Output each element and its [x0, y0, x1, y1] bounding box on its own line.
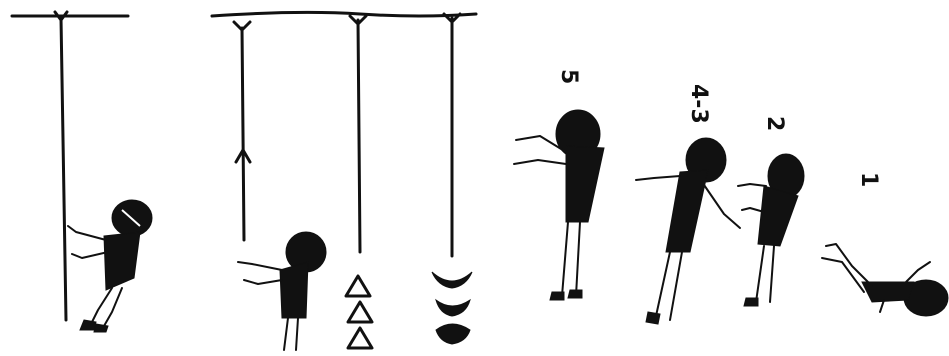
figure-foot	[568, 290, 582, 298]
figure-leg	[822, 258, 864, 292]
figure-leg	[756, 246, 764, 302]
step-4-3-figure: 4-3	[636, 84, 740, 324]
figure-foot	[646, 312, 660, 324]
climber-body	[104, 232, 140, 290]
step-5-figure: 5	[514, 69, 604, 300]
figure-leg	[656, 252, 670, 316]
triangle-icon	[348, 328, 372, 348]
figure-arm	[238, 262, 282, 270]
step-label-2: 2	[762, 116, 787, 131]
standing-figure	[238, 232, 326, 350]
step-label-5: 5	[556, 69, 581, 84]
figure-body	[566, 146, 604, 222]
figure-body	[758, 186, 798, 246]
figure-arm	[738, 184, 766, 186]
knot-markers	[432, 272, 472, 344]
step-label-4-3: 4-3	[686, 84, 711, 124]
figure-leg	[770, 246, 774, 302]
step-1-figure: 1	[822, 172, 948, 316]
rope	[61, 18, 66, 320]
climber-foot	[80, 320, 96, 330]
triangle-icon	[346, 276, 370, 296]
figure-foot	[744, 298, 758, 306]
panel-single-rope	[12, 12, 152, 332]
figure-arm	[906, 262, 930, 282]
figure-leg	[296, 318, 298, 350]
triangle-markers	[346, 276, 372, 348]
figure-body	[280, 262, 308, 318]
figure-foot	[550, 292, 564, 300]
figure-arm	[636, 176, 680, 180]
triangle-icon	[348, 302, 372, 322]
climber-leg	[104, 288, 122, 326]
knot-icon	[436, 324, 470, 344]
knot-icon	[436, 300, 470, 316]
rope	[242, 28, 244, 240]
step-2-figure: 2	[738, 116, 804, 306]
step-label-1: 1	[856, 172, 881, 187]
rope	[358, 20, 360, 252]
climber-foot	[94, 324, 108, 332]
panel-three-ropes	[212, 12, 476, 350]
climber-arm	[68, 226, 106, 240]
knot-icon	[432, 272, 472, 288]
figure-leg	[670, 252, 682, 320]
figure-leg	[562, 222, 568, 296]
figure-leg	[284, 318, 288, 350]
figure-arm	[514, 160, 566, 164]
figure-arm	[742, 208, 764, 212]
figure-leg	[826, 244, 872, 286]
figure-leg	[576, 222, 580, 296]
climber-arm	[72, 252, 108, 258]
figure-arm	[702, 182, 740, 228]
ceiling-beam-right	[212, 12, 476, 16]
climber-figure	[68, 200, 152, 332]
figure-arm	[244, 280, 282, 284]
